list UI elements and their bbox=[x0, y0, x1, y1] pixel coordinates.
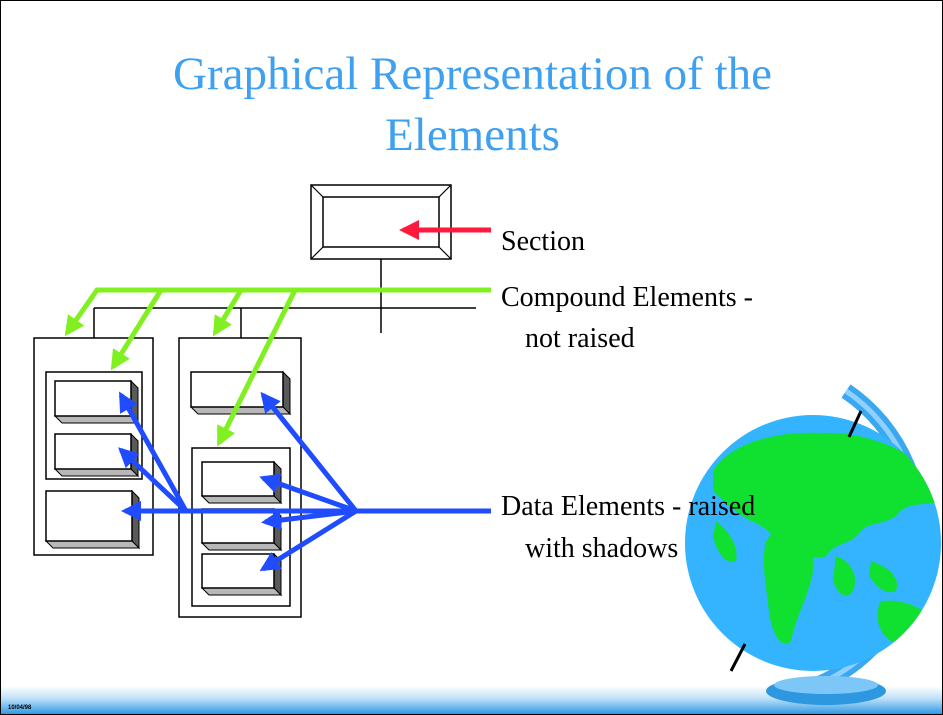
data-arrows bbox=[118, 391, 491, 572]
label-data-line1: Data Elements - raised bbox=[501, 491, 756, 522]
globe-axis-top bbox=[847, 410, 863, 438]
globe-axis-bottom bbox=[729, 643, 747, 672]
label-compound-line1: Compound Elements - bbox=[501, 282, 753, 313]
section-box bbox=[310, 184, 452, 260]
date-stamp: 10/04/98 bbox=[8, 705, 32, 711]
data-element-box bbox=[200, 507, 283, 552]
connector-lines bbox=[93, 259, 476, 338]
label-section: Section bbox=[501, 226, 585, 257]
data-element-box bbox=[44, 489, 141, 550]
label-data-line2: with shadows bbox=[525, 533, 679, 564]
data-element-box bbox=[200, 552, 283, 597]
compound-arrows bbox=[64, 287, 491, 447]
label-compound-line2: not raised bbox=[525, 323, 635, 354]
slide-title-line2: Elements bbox=[385, 109, 560, 161]
slide-title-line1: Graphical Representation of the bbox=[172, 48, 773, 100]
